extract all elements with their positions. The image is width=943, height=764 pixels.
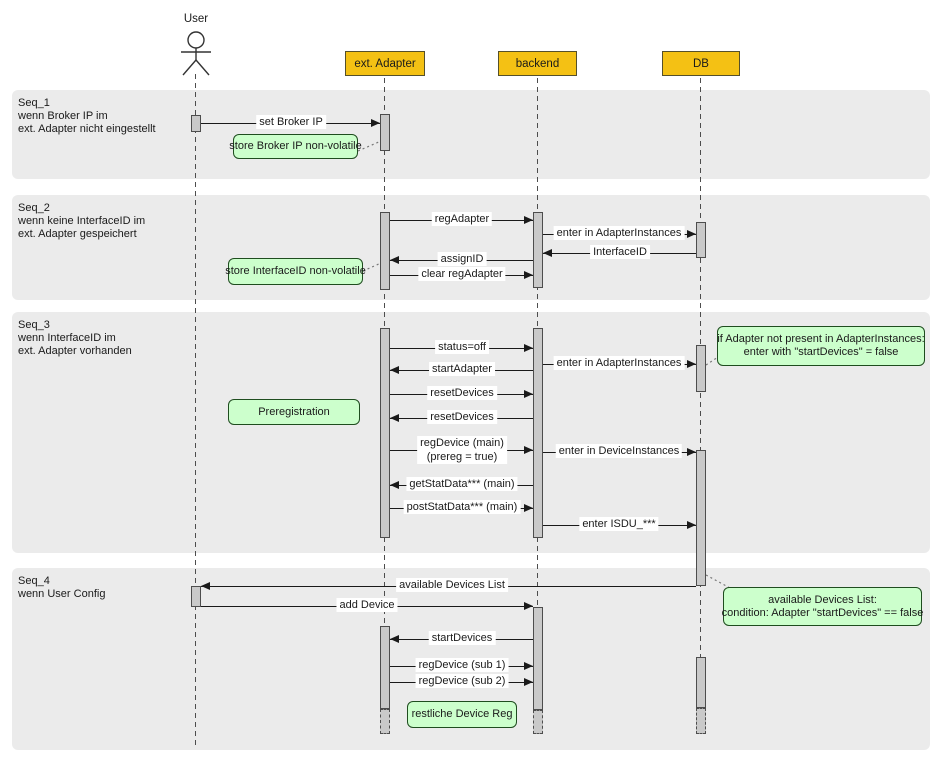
note-box: available Devices List:condition: Adapte… (721, 587, 924, 626)
note-box: if Adapter not present in AdapterInstanc… (717, 326, 925, 366)
message-label: clear regAdapter (418, 267, 506, 281)
lifeline-db (700, 78, 702, 735)
arrowhead-left (390, 256, 399, 264)
message-label: startAdapter (429, 362, 495, 376)
activation-bar-backend (533, 710, 543, 734)
note-text-line: available Devices List: (768, 593, 877, 606)
activation-bar-backend (533, 328, 543, 538)
message-label-line2: (prereg = true) (426, 451, 498, 463)
activation-bar-db (696, 222, 706, 258)
arrowhead-right (524, 602, 533, 610)
message-label: resetDevices (427, 386, 497, 400)
activation-bar-ext-adapter (380, 212, 390, 290)
message-label: enter in AdapterInstances (553, 226, 685, 240)
section-label-line: wenn InterfaceID im (18, 332, 116, 344)
note-text-line: restliche Device Reg (411, 708, 513, 720)
message-label: assignID (437, 252, 487, 266)
note-text-line: store Broker IP non-volatile (229, 140, 362, 152)
section-label-line: Seq_2 (18, 202, 50, 214)
message-label: add Device (336, 598, 398, 612)
user-actor-icon (181, 31, 211, 76)
section-label-line: Seq_3 (18, 319, 50, 331)
arrowhead-right (371, 119, 380, 127)
message-label: available Devices List (396, 578, 508, 592)
activation-bar-ext-adapter (380, 709, 390, 734)
actor-box-backend: backend (498, 51, 577, 76)
message-label: regDevice (main) (prereg = true) (417, 436, 507, 464)
message-label: regDevice (sub 1) (415, 658, 509, 672)
message-label: startDevices (428, 631, 496, 645)
actor-box-ext-adapter: ext. Adapter (345, 51, 425, 76)
message-label: status=off (435, 340, 489, 354)
arrowhead-left (201, 582, 210, 590)
arrowhead-right (524, 344, 533, 352)
arrowhead-left (390, 414, 399, 422)
activation-bar-db (696, 708, 706, 734)
activation-bar-backend (533, 607, 543, 710)
section-label-line: wenn User Config (18, 588, 106, 600)
arrowhead-right (524, 662, 533, 670)
section-label-line: wenn Broker IP im (18, 110, 108, 122)
arrowhead-left (543, 249, 552, 257)
arrowhead-right (687, 521, 696, 529)
note-box: store InterfaceID non-volatile (225, 258, 366, 285)
note-text-line: if Adapter not present in AdapterInstanc… (717, 333, 925, 345)
activation-bar-db (696, 345, 706, 392)
activation-bar-ext-adapter (380, 328, 390, 538)
section-label-line: ext. Adapter vorhanden (18, 345, 132, 357)
message-label: enter ISDU_*** (579, 517, 659, 531)
arrowhead-right (524, 504, 533, 512)
lifeline-user (195, 74, 197, 748)
section-label-line: ext. Adapter gespeichert (18, 228, 137, 240)
actor-label-user: User (183, 13, 209, 25)
message-label: enter in DeviceInstances (555, 444, 683, 458)
section-label-line: Seq_1 (18, 97, 50, 109)
note-box: restliche Device Reg (407, 701, 517, 728)
note-box: Preregistration (228, 399, 360, 425)
activation-bar-user (191, 586, 201, 607)
section-label-line: wenn keine InterfaceID im (18, 215, 146, 227)
arrowhead-left (390, 481, 399, 489)
section-band-seq_1 (12, 90, 930, 179)
arrowhead-right (524, 678, 533, 686)
arrowhead-right (687, 448, 696, 456)
arrowhead-left (390, 366, 399, 374)
note-text-line: condition: Adapter "startDevices" == fal… (721, 606, 924, 619)
arrowhead-right (524, 216, 533, 224)
note-text-line: store InterfaceID non-volatile (225, 265, 366, 277)
activation-bar-ext-adapter (380, 626, 390, 709)
note-connector-line (705, 574, 731, 589)
message-label-line1: regDevice (main) (420, 437, 504, 449)
note-box: store Broker IP non-volatile (229, 134, 362, 159)
arrowhead-left (390, 635, 399, 643)
note-text-line: Preregistration (258, 405, 330, 418)
note-connector-line (357, 140, 382, 152)
note-text-line: enter with "startDevices" = false (743, 346, 899, 358)
note-connector-line (362, 262, 382, 272)
arrowhead-right (524, 271, 533, 279)
activation-bar-db (696, 450, 706, 586)
message-label: enter in AdapterInstances (553, 356, 685, 370)
message-label: set Broker IP (256, 115, 326, 129)
message-label: regDevice (sub 2) (415, 674, 509, 688)
arrowhead-right (687, 230, 696, 238)
message-label: InterfaceID (590, 245, 650, 259)
actor-box-db: DB (662, 51, 740, 76)
message-label: regAdapter (431, 212, 493, 226)
activation-bar-db (696, 657, 706, 708)
message-label: postStatData*** (main) (403, 500, 521, 514)
activation-bar-backend (533, 212, 543, 288)
arrowhead-right (687, 360, 696, 368)
section-label-line: ext. Adapter nicht eingestellt (18, 123, 156, 135)
arrowhead-right (524, 390, 533, 398)
message-label: resetDevices (427, 410, 497, 424)
activation-bar-ext-adapter (380, 114, 390, 151)
message-label: getStatData*** (main) (406, 477, 518, 491)
arrowhead-right (524, 446, 533, 454)
section-label-line: Seq_4 (18, 575, 50, 587)
activation-bar-user (191, 115, 201, 132)
